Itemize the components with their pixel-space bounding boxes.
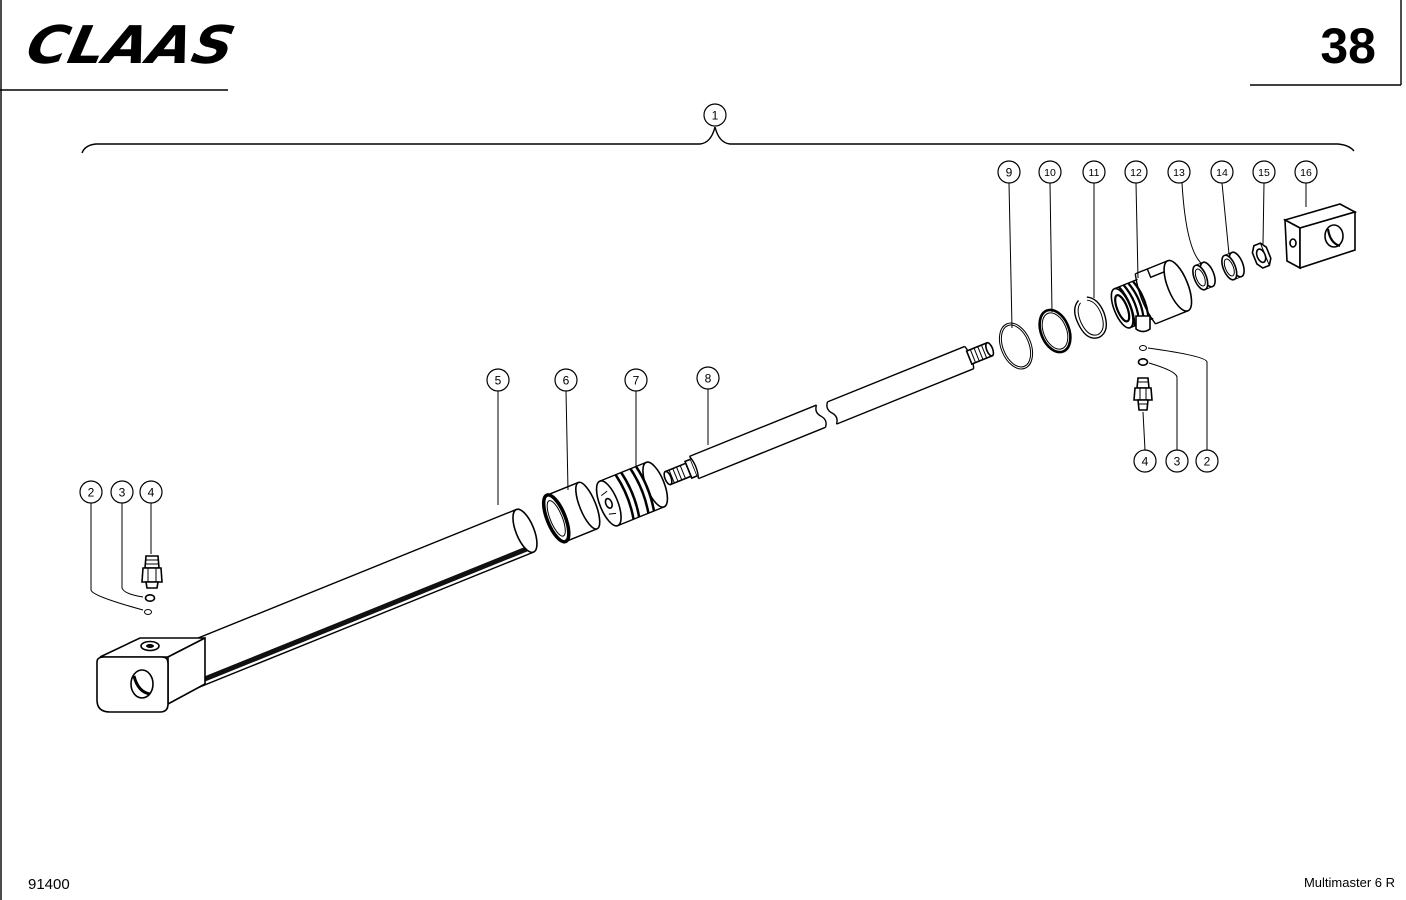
svg-text:5: 5	[495, 374, 502, 388]
svg-text:2: 2	[1204, 455, 1211, 469]
left-grease-nipple-4	[141, 555, 163, 589]
piston-rod-front	[663, 404, 827, 486]
right-o-ring-3	[1137, 357, 1149, 366]
svg-text:13: 13	[1173, 167, 1185, 179]
svg-text:12: 12	[1130, 167, 1142, 179]
seal-ring	[1221, 251, 1245, 281]
svg-text:14: 14	[1216, 167, 1228, 179]
piston-bore	[604, 497, 613, 509]
svg-text:3: 3	[1174, 455, 1181, 469]
callout-15: 15	[1252, 160, 1276, 184]
svg-text:6: 6	[563, 374, 570, 388]
callout-13: 13	[1167, 160, 1191, 184]
svg-text:15: 15	[1258, 167, 1270, 179]
hex-nut	[1251, 242, 1272, 269]
callout-10: 10	[1038, 160, 1062, 184]
figure-number: 91400	[28, 876, 70, 893]
callout-5: 5	[486, 368, 510, 392]
pin-hole	[130, 669, 154, 699]
callout-12: 12	[1124, 160, 1148, 184]
callout-right-2: 2	[1195, 449, 1219, 473]
callout-6: 6	[554, 368, 578, 392]
cylinder-base-block	[96, 636, 206, 713]
svg-text:4: 4	[1142, 455, 1149, 469]
page-number: 38	[1320, 18, 1376, 74]
callout-11: 11	[1082, 160, 1106, 184]
svg-text:11: 11	[1089, 167, 1100, 179]
piston	[595, 461, 669, 527]
callout-left-3: 3	[110, 480, 134, 504]
callout-left-4: 4	[139, 480, 163, 504]
left-o-ring-2	[144, 609, 152, 615]
right-grease-nipple-4	[1133, 377, 1153, 411]
snap-ring	[1073, 296, 1108, 339]
callout-right-4: 4	[1133, 449, 1157, 473]
callout-left-2: 2	[79, 480, 103, 504]
right-o-ring-2	[1139, 345, 1147, 351]
wiper-ring	[1192, 261, 1216, 291]
rod-end-block	[1282, 203, 1358, 270]
svg-text:8: 8	[705, 372, 712, 386]
callout-right-3: 3	[1165, 449, 1189, 473]
svg-text:10: 10	[1044, 167, 1056, 179]
callout-8: 8	[696, 366, 720, 390]
brand-logo: CLAAS	[21, 16, 240, 76]
svg-text:1: 1	[712, 109, 719, 123]
model-name: Multimaster 6 R	[1304, 875, 1395, 890]
svg-text:2: 2	[88, 486, 95, 500]
callout-9: 9	[997, 160, 1021, 184]
guide-ring	[541, 481, 601, 544]
svg-text:4: 4	[148, 486, 155, 500]
callout-14: 14	[1210, 160, 1234, 184]
head-port-boss	[1135, 315, 1151, 333]
svg-text:9: 9	[1006, 166, 1013, 180]
callout-16: 16	[1294, 160, 1318, 184]
left-o-ring-3	[144, 593, 156, 602]
assembly-bracket	[81, 126, 1355, 154]
rod-end-pin-hole	[1324, 224, 1344, 248]
callout-assembly: 1	[703, 103, 727, 127]
cylinder-head	[1110, 259, 1193, 333]
svg-text:3: 3	[119, 486, 126, 500]
o-ring	[998, 322, 1034, 370]
backup-ring	[1038, 308, 1072, 354]
piston-rod-rear	[826, 341, 995, 425]
svg-text:16: 16	[1300, 167, 1312, 179]
svg-text:7: 7	[633, 374, 640, 388]
leader-lines	[90, 182, 1307, 611]
rod-end-small-hole	[1289, 238, 1297, 248]
callout-7: 7	[624, 368, 648, 392]
